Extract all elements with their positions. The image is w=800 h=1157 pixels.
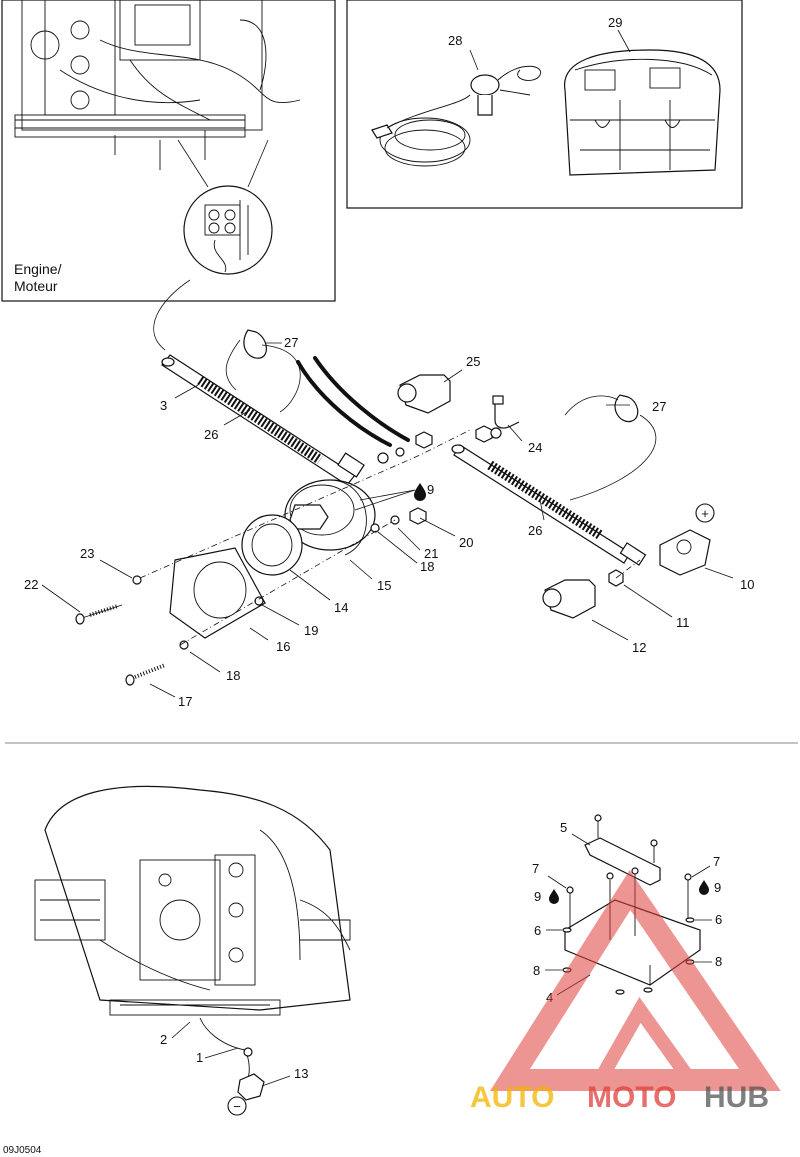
callout-27-right: 27 — [652, 399, 666, 414]
callout-5: 5 — [560, 820, 567, 835]
callout-21: 21 — [424, 546, 438, 561]
drop-icon-left — [549, 889, 559, 904]
assembly-axis-right — [615, 559, 641, 579]
callout-2: 2 — [160, 1032, 167, 1047]
callout-23: 23 — [80, 546, 94, 561]
negative-terminal-icon: − — [227, 1096, 247, 1116]
accessories-inset: 28 29 — [346, 0, 743, 209]
callout-8-left: 8 — [533, 963, 540, 978]
callout-25: 25 — [466, 354, 480, 369]
engine-connection-leader — [153, 279, 191, 351]
cable-assembly-left — [161, 354, 365, 486]
terminal-caps — [397, 374, 596, 619]
screw-17 — [125, 663, 166, 686]
callout-19: 19 — [304, 623, 318, 638]
leader-13 — [261, 1075, 291, 1087]
battery-clamp-10 — [659, 529, 711, 576]
callout-22: 22 — [24, 577, 38, 592]
callout-11: 11 — [676, 615, 690, 630]
callout-9-right: 9 — [714, 880, 721, 895]
gasket-14 — [241, 514, 303, 576]
callout-13: 13 — [294, 1066, 308, 1081]
cable-assembly-right — [451, 444, 647, 566]
callout-29: 29 — [608, 15, 622, 30]
middle-leader-lines — [41, 342, 734, 698]
callout-28: 28 — [448, 33, 462, 48]
engine-inset: Engine/ Moteur — [1, 0, 336, 302]
watermark-part-hub: HUB — [704, 1081, 769, 1114]
engine-lower-drawing — [34, 785, 351, 1016]
engine-block-drawing — [14, 0, 301, 170]
callout-18-middle: 18 — [420, 559, 434, 574]
battery-bag-29 — [564, 49, 721, 176]
bracket-5 — [584, 837, 661, 886]
leader-1 — [204, 1047, 239, 1059]
watermark-text: AUTO MOTO HUB — [470, 1081, 769, 1114]
watermark-part-moto: MOTO — [587, 1081, 676, 1114]
plate-16 — [169, 547, 266, 639]
callout-7-right: 7 — [713, 854, 720, 869]
callout-8-right: 8 — [715, 954, 722, 969]
small-hardware — [132, 425, 624, 650]
elbow-fitting-24 — [492, 395, 520, 429]
minus-symbol: − — [233, 1099, 241, 1114]
detail-magnifier — [183, 185, 273, 275]
callout-26-left: 26 — [204, 427, 218, 442]
callout-27-left: 27 — [284, 335, 298, 350]
callout-16: 16 — [276, 639, 290, 654]
callout-6-left: 6 — [534, 923, 541, 938]
assembly-axis-upper — [139, 429, 471, 579]
callout-6-right: 6 — [715, 912, 722, 927]
leader-2 — [171, 1021, 191, 1039]
sensor-cable-28 — [371, 65, 542, 167]
callout-17: 17 — [178, 694, 192, 709]
plus-symbol: + — [701, 506, 709, 521]
positive-terminal-icon: + — [695, 503, 715, 523]
callout-26-right: 26 — [528, 523, 542, 538]
callout-1: 1 — [196, 1050, 203, 1065]
callout-10: 10 — [740, 577, 754, 592]
callout-24: 24 — [528, 440, 542, 455]
drop-icon — [414, 483, 426, 501]
ground-cable — [199, 1017, 265, 1101]
screw-22 — [75, 604, 123, 625]
watermark-part-auto: AUTO — [470, 1081, 554, 1114]
callout-12: 12 — [632, 640, 646, 655]
callout-3: 3 — [160, 398, 167, 413]
assembly-axis-lower — [179, 519, 396, 646]
drop-icon-right — [699, 880, 709, 895]
callout-15: 15 — [377, 578, 391, 593]
callout-7-left: 7 — [532, 861, 539, 876]
callout-18-lower: 18 — [226, 668, 240, 683]
engine-label-line2: Moteur — [14, 278, 58, 294]
figure-code: 09J0504 — [3, 1145, 42, 1156]
black-cables — [296, 356, 433, 464]
watermark-logo — [490, 869, 781, 1091]
engine-label-line1: Engine/ — [14, 261, 62, 277]
starter-motor-15 — [284, 479, 376, 556]
callout-14: 14 — [334, 600, 348, 615]
tie-straps — [225, 329, 657, 501]
callout-9-middle: 9 — [427, 482, 434, 497]
callout-20: 20 — [459, 535, 473, 550]
callout-9-left: 9 — [534, 889, 541, 904]
